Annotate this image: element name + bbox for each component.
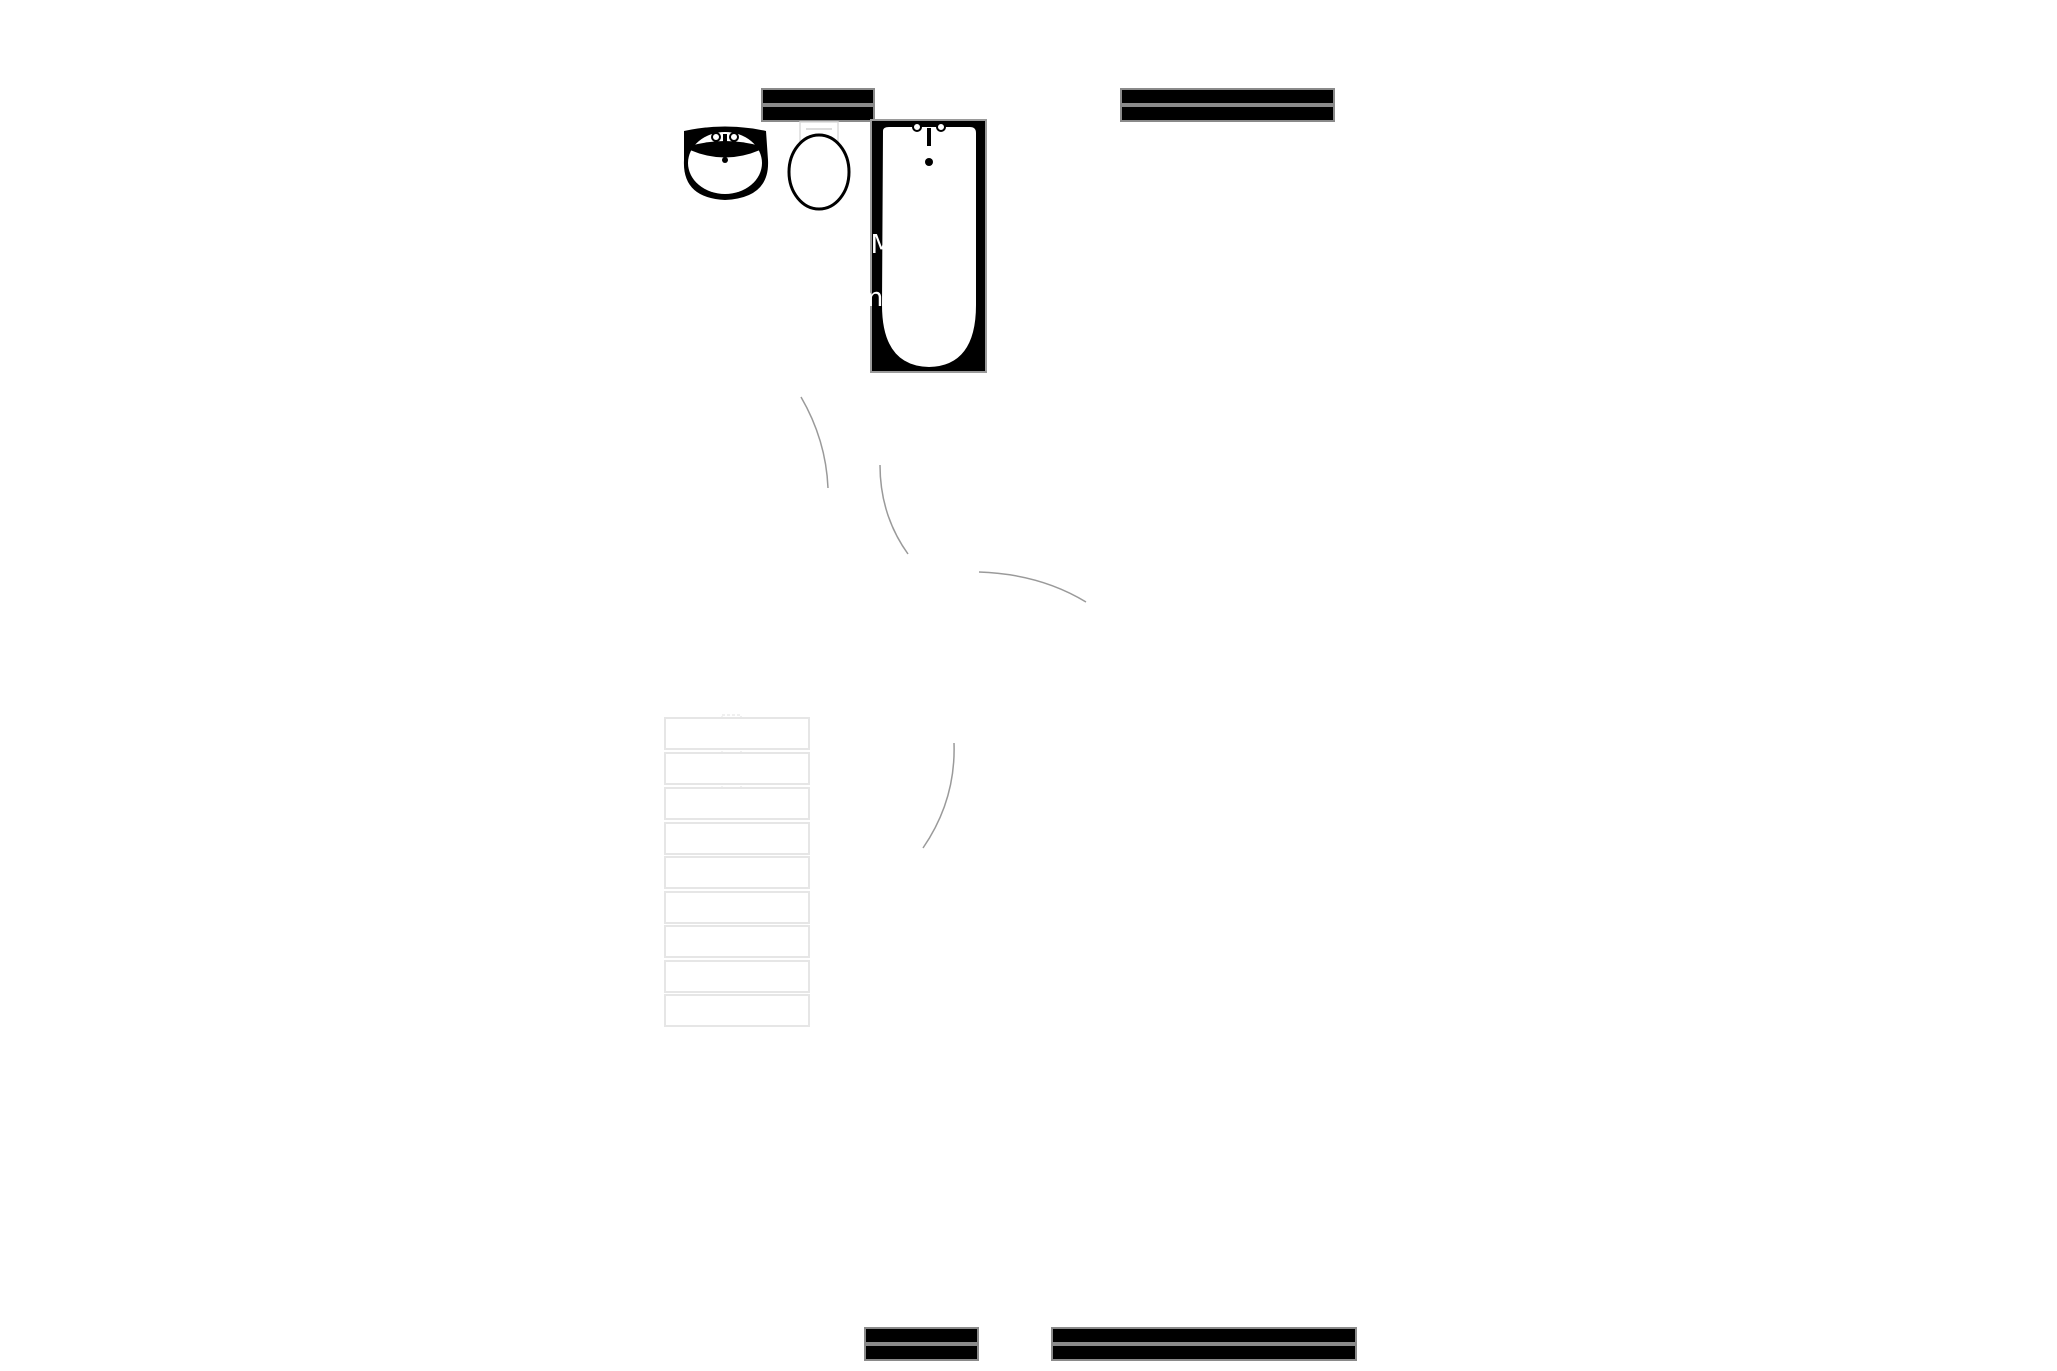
stair-step bbox=[664, 925, 810, 958]
window-top-left bbox=[761, 88, 875, 122]
door-swing-arc bbox=[922, 742, 955, 849]
window-bottom-left bbox=[864, 1327, 979, 1361]
room-label-bathroom: OM bbox=[850, 230, 893, 260]
stair-step bbox=[664, 891, 810, 924]
stair-step bbox=[664, 717, 810, 750]
door-swing-arc bbox=[879, 464, 909, 555]
stair-step bbox=[664, 822, 810, 855]
door-swing-arc bbox=[800, 396, 829, 489]
bathtub-icon bbox=[870, 119, 987, 373]
sink-icon bbox=[683, 126, 769, 200]
toilet-icon bbox=[787, 121, 851, 211]
stair-step bbox=[664, 752, 810, 785]
window-bottom-right bbox=[1051, 1327, 1357, 1361]
door-swing-arc bbox=[978, 571, 1087, 603]
room-label-dimension: m bbox=[858, 283, 884, 313]
stair-step bbox=[664, 960, 810, 993]
stair-step bbox=[664, 856, 810, 889]
stair-step bbox=[664, 787, 810, 820]
window-top-right bbox=[1120, 88, 1335, 122]
stair-step bbox=[664, 994, 810, 1027]
